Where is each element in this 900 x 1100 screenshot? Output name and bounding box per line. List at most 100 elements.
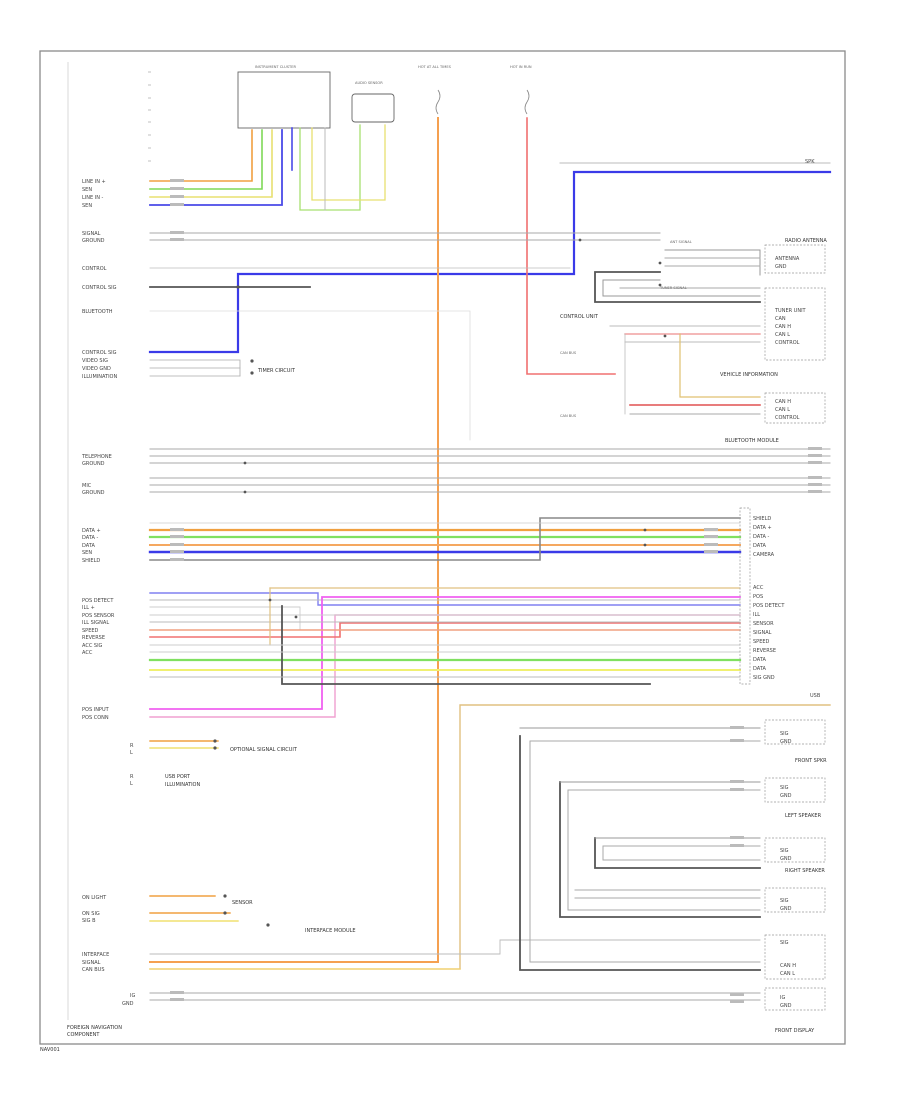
right-label: DATA [753, 543, 766, 549]
left-label: CAN BUS [82, 967, 105, 973]
component-label: USB PORT [165, 774, 191, 780]
left-label: SIG B [82, 918, 96, 924]
right-label: CAN [775, 316, 786, 322]
right-label: ACC [753, 585, 764, 591]
left-label: LINE IN - [82, 195, 104, 201]
wires [148, 117, 832, 1001]
left-label: REVERSE [82, 635, 105, 641]
right-label: SHIELD [753, 516, 771, 522]
wire-green-cluster [299, 124, 361, 211]
wire-blue-sen [149, 129, 283, 206]
component-label: FOREIGN NAVIGATION [67, 1025, 122, 1031]
wire-dark-spk3 [594, 837, 761, 869]
right-label: SIG [780, 940, 789, 946]
wire-orange-line-in [149, 129, 253, 182]
right-label: CONTROL [775, 415, 800, 421]
right-component-boxes [739, 244, 826, 1011]
left-label: VIDEO GND [82, 366, 111, 372]
right-label: CAN H [775, 399, 791, 405]
left-label: ON SIG [82, 911, 100, 917]
left-label: POS INPUT [82, 707, 110, 713]
left-label: MIC [82, 483, 92, 489]
wire-orange-main [149, 117, 439, 963]
right-label: SIG [780, 731, 789, 737]
left-label: R [130, 743, 134, 749]
right-label: DATA [753, 666, 766, 672]
right-label: CAN L [780, 971, 795, 977]
right-label: ILL [753, 612, 760, 618]
left-label: POS SENSOR [82, 613, 115, 619]
left-label: ACC [82, 650, 93, 656]
wire-yellow-line-in [149, 129, 273, 198]
right-label: DATA [753, 657, 766, 663]
left-label: BLUETOOTH [82, 309, 113, 315]
wire-tags [170, 179, 822, 1003]
component-label: AUDIO SENSOR [355, 81, 383, 85]
left-label: GROUND [82, 490, 105, 496]
left-pin-ticks [148, 71, 151, 162]
component-label: ILLUMINATION [165, 782, 200, 788]
right-label: GND [780, 793, 792, 799]
left-label: TELEPHONE [81, 454, 112, 460]
right-label: CAN L [775, 332, 790, 338]
right-label: CAN H [780, 963, 796, 969]
left-label: GROUND [82, 238, 105, 244]
component-labels-layer: RADIO ANTENNA VEHICLE INFORMATION BLUETO… [40, 65, 827, 1053]
wire-dark-acc [281, 605, 651, 685]
left-label: IG [130, 993, 135, 999]
component-label: FRONT DISPLAY [775, 1028, 815, 1034]
component-label: VEHICLE INFORMATION [720, 372, 778, 378]
left-label: DATA - [82, 535, 98, 541]
component-label: TUNER SIGNAL [659, 286, 687, 290]
left-label: CONTROL SIG [82, 350, 117, 356]
component-label: HOT IN RUN [510, 65, 532, 69]
left-label: ILL SIGNAL [82, 620, 109, 626]
wire-dark-loop [594, 271, 761, 303]
right-label: GND [780, 856, 792, 862]
splice-points [213, 238, 667, 927]
left-label: GND [122, 1001, 134, 1007]
right-label: USB [810, 693, 821, 699]
left-label: CONTROL [82, 266, 107, 272]
left-label: POS DETECT [82, 598, 114, 604]
left-label: SEN [82, 187, 92, 193]
right-label: SENSOR [753, 621, 774, 627]
right-label: SIGNAL [753, 630, 772, 636]
component-label: TIMER CIRCUIT [257, 368, 296, 374]
left-label: SIGNAL [82, 231, 101, 237]
right-label: SPK [805, 159, 815, 165]
right-label: POS DETECT [753, 603, 785, 609]
left-label: GROUND [82, 461, 105, 467]
component-label: OPTIONAL SIGNAL CIRCUIT [230, 747, 298, 753]
right-label: GND [780, 906, 792, 912]
right-label: REVERSE [753, 648, 776, 654]
component-label: LEFT SPEAKER [785, 813, 822, 819]
left-label: SEN [82, 203, 92, 209]
right-label: SIG [780, 785, 789, 791]
component-label: SENSOR [232, 900, 253, 906]
left-label: SHIELD [82, 558, 100, 564]
right-label: SPEED [753, 639, 770, 645]
audio-sensor-connector [351, 93, 395, 123]
right-labels-layer: SPK ANTENNA GND TUNER UNIT CAN CAN H CAN… [753, 159, 821, 1009]
right-label: CAN L [775, 407, 790, 413]
left-label: SIGNAL [82, 960, 101, 966]
left-label: SEN [82, 550, 92, 556]
component-label: CAN BUS [560, 351, 577, 355]
wire-red-main [526, 117, 616, 375]
wire-gray-shield [149, 517, 741, 561]
component-label: CONTROL UNIT [560, 314, 599, 320]
right-label: ANTENNA [775, 256, 800, 262]
component-label: INTERFACE MODULE [305, 928, 356, 934]
left-label: DATA [82, 543, 95, 549]
left-label: L [130, 781, 133, 787]
wire-blue-main [148, 170, 832, 354]
component-label: COMPONENT [67, 1032, 100, 1038]
wire-dark-spk2 [559, 781, 761, 918]
left-label: ILL + [82, 605, 95, 611]
right-label: DATA + [753, 525, 772, 531]
right-label: IG [780, 995, 785, 1001]
wire-tan-can [679, 333, 761, 398]
component-label: RADIO ANTENNA [785, 238, 827, 244]
left-label: CONTROL SIG [82, 285, 117, 291]
